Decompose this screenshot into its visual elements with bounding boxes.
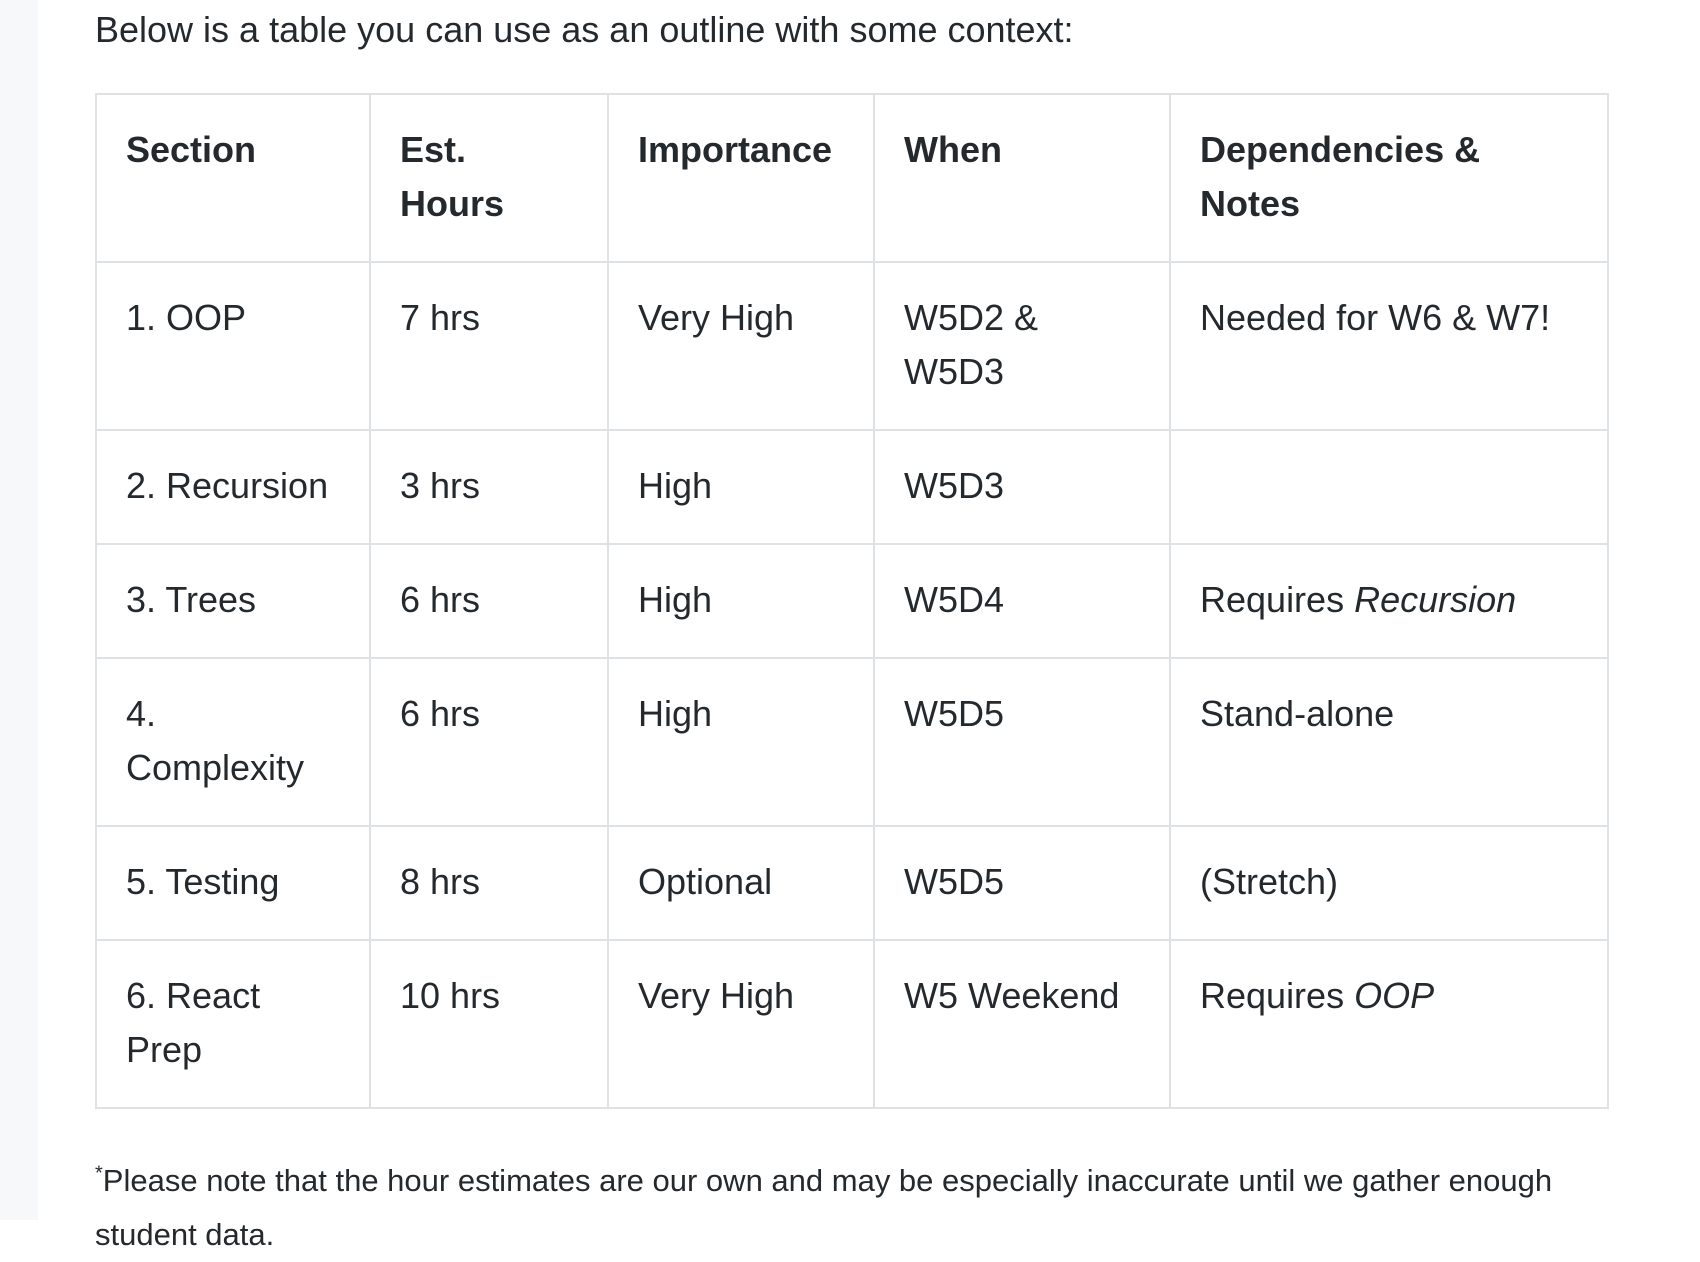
cell-hours: 10 hrs (369, 939, 609, 1109)
notes-text: Stand-alone (1200, 693, 1395, 734)
cell-section: 1. OOP (95, 261, 371, 431)
cell-notes: Requires OOP (1169, 939, 1609, 1109)
cell-hours: 8 hrs (369, 825, 609, 941)
table-row: 3. Trees 6 hrs High W5D4 Requires Recurs… (95, 543, 1609, 659)
header-when: When (873, 93, 1171, 263)
table-row: 6. React Prep 10 hrs Very High W5 Weeken… (95, 939, 1609, 1109)
header-importance: Importance (607, 93, 875, 263)
cell-when: W5 Weekend (873, 939, 1171, 1109)
notes-text: Needed for W6 & W7! (1200, 297, 1551, 338)
document-content: Below is a table you can use as an outli… (95, 0, 1615, 1262)
header-dependencies-notes: Dependencies & Notes (1169, 93, 1609, 263)
notes-emphasis: OOP (1354, 975, 1435, 1016)
cell-when: W5D2 & W5D3 (873, 261, 1171, 431)
cell-section: 2. Recursion (95, 429, 371, 545)
notes-emphasis: Recursion (1354, 579, 1517, 620)
cell-when: W5D5 (873, 825, 1171, 941)
cell-notes: Requires Recursion (1169, 543, 1609, 659)
cell-notes: Stand-alone (1169, 657, 1609, 827)
cell-when: W5D3 (873, 429, 1171, 545)
cell-section: 5. Testing (95, 825, 371, 941)
cell-importance: Optional (607, 825, 875, 941)
outline-table: Section Est. Hours Importance When Depen… (95, 93, 1609, 1109)
cell-section: 6. React Prep (95, 939, 371, 1109)
cell-notes: (Stretch) (1169, 825, 1609, 941)
cell-section: 3. Trees (95, 543, 371, 659)
cell-importance: High (607, 543, 875, 659)
cell-importance: Very High (607, 939, 875, 1109)
notes-text: Requires (1200, 975, 1355, 1016)
intro-text: Below is a table you can use as an outli… (95, 9, 1074, 50)
header-est-hours: Est. Hours (369, 93, 609, 263)
cell-hours: 6 hrs (369, 543, 609, 659)
footnote-marker: * (95, 1162, 103, 1185)
footnote-text: Please note that the hour estimates are … (95, 1163, 1553, 1252)
notes-text: Requires (1200, 579, 1355, 620)
cell-importance: Very High (607, 261, 875, 431)
cell-when: W5D5 (873, 657, 1171, 827)
footnote: *Please note that the hour estimates are… (95, 1154, 1615, 1262)
cell-importance: High (607, 657, 875, 827)
table-row: 1. OOP 7 hrs Very High W5D2 & W5D3 Neede… (95, 261, 1609, 431)
cell-hours: 7 hrs (369, 261, 609, 431)
cell-importance: High (607, 429, 875, 545)
cell-hours: 3 hrs (369, 429, 609, 545)
header-section: Section (95, 93, 371, 263)
left-gutter (0, 0, 38, 1220)
cell-when: W5D4 (873, 543, 1171, 659)
table-row: 2. Recursion 3 hrs High W5D3 (95, 429, 1609, 545)
cell-notes (1169, 429, 1609, 545)
table-header-row: Section Est. Hours Importance When Depen… (95, 93, 1609, 263)
cell-notes: Needed for W6 & W7! (1169, 261, 1609, 431)
table-row: 5. Testing 8 hrs Optional W5D5 (Stretch) (95, 825, 1609, 941)
cell-hours: 6 hrs (369, 657, 609, 827)
cell-section: 4. Complexity (95, 657, 371, 827)
notes-text: (Stretch) (1200, 861, 1339, 902)
table-row: 4. Complexity 6 hrs High W5D5 Stand-alon… (95, 657, 1609, 827)
